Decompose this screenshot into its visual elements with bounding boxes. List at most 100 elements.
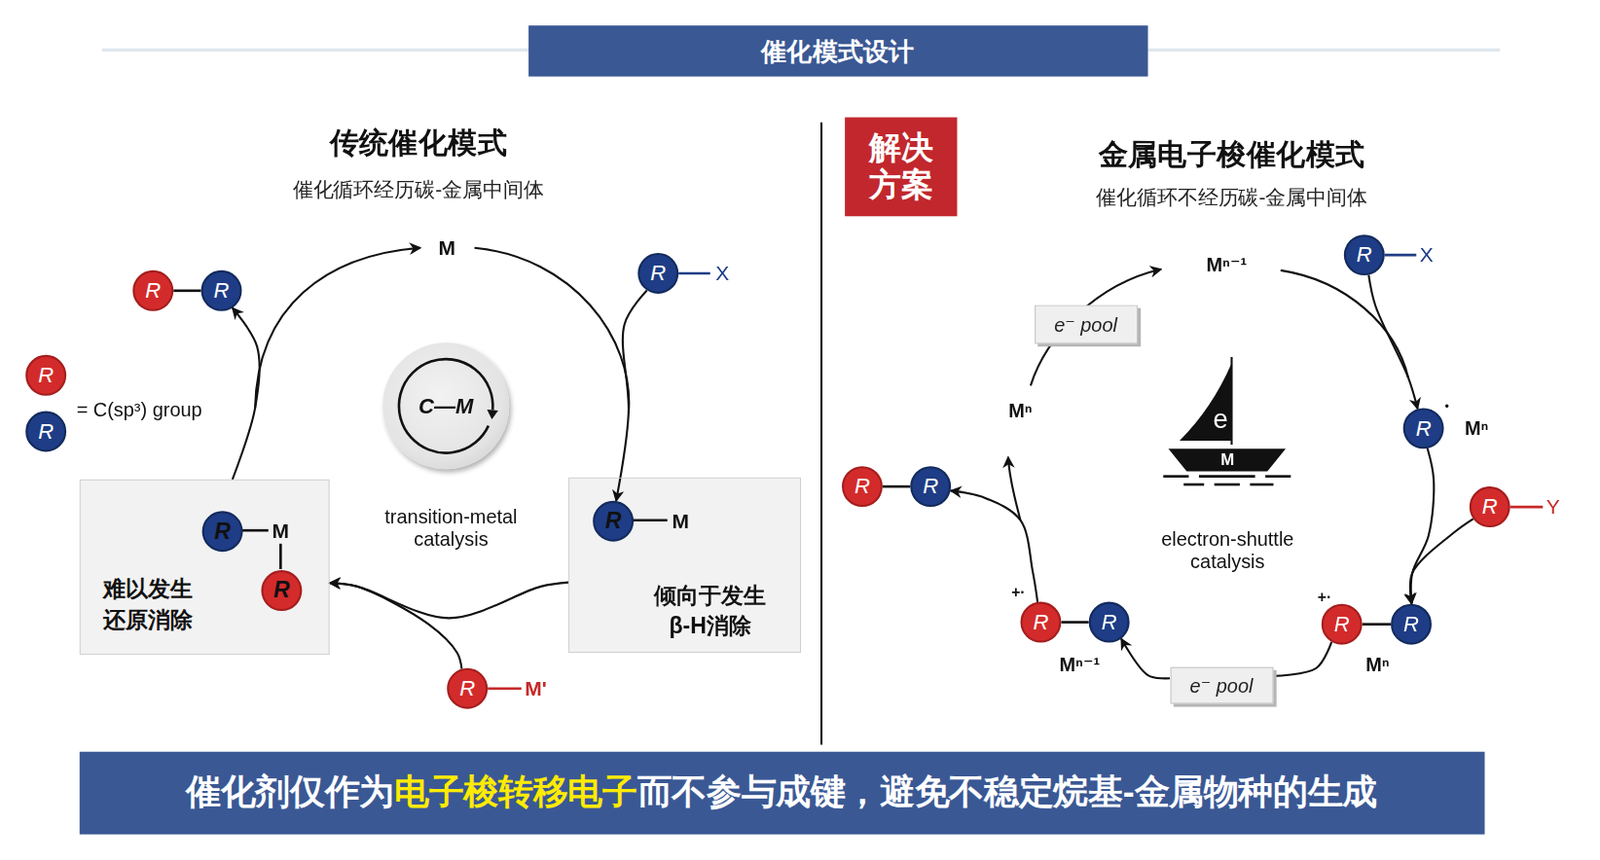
- cycle-connector: [950, 490, 1038, 602]
- atom-label: X: [1419, 243, 1434, 267]
- node-text: e⁻ pool: [1190, 674, 1254, 698]
- r-symbol: R: [922, 474, 939, 500]
- r-symbol: R: [605, 506, 622, 537]
- metal-label: M: [672, 509, 690, 534]
- cycle-ring-head: [486, 409, 499, 420]
- cycle-connector: [329, 582, 463, 669]
- icon-letter: e: [1212, 404, 1228, 436]
- condition-box-fill: [79, 479, 330, 655]
- title-band: 催化模式设计: [528, 25, 1148, 76]
- r-group-circle: R: [201, 270, 243, 312]
- node-text: e⁻ pool: [1054, 312, 1118, 336]
- node-text: 解决 方案: [864, 128, 938, 205]
- title-rule: [102, 48, 529, 52]
- r-symbol: R: [459, 676, 475, 701]
- panel-divider: [820, 122, 823, 746]
- bond-line: [279, 544, 283, 570]
- node-text: 催化剂仅作为: [185, 769, 395, 817]
- metal-label: Mⁿ: [1464, 417, 1489, 440]
- boat-sail: [1179, 363, 1232, 441]
- water-line: [1214, 483, 1240, 487]
- cycle-arc: [1030, 269, 1162, 387]
- metal-label: Mⁿ: [1365, 654, 1389, 677]
- boat-hull: [1167, 448, 1286, 472]
- r-group-circle: R: [446, 668, 488, 710]
- r-symbol: R: [1101, 610, 1118, 635]
- cycle-connector: [1411, 448, 1434, 605]
- r-group-circle: R: [202, 510, 244, 552]
- water-line: [1265, 474, 1291, 478]
- metal-label: Mⁿ⁻¹: [1205, 254, 1247, 277]
- icon-letter: M: [1220, 450, 1235, 470]
- r-symbol: R: [1403, 612, 1419, 637]
- water-line: [1249, 483, 1273, 487]
- r-group-circle: R: [1019, 602, 1061, 644]
- r-group-circle: R: [1321, 604, 1363, 646]
- r-group-circle: R: [1403, 407, 1445, 449]
- cycle-connector: [616, 290, 648, 502]
- r-symbol: R: [650, 260, 666, 286]
- r-symbol: R: [214, 516, 231, 547]
- condition-box-fill: [568, 477, 801, 654]
- r-symbol: R: [214, 278, 230, 303]
- summary-band: 催化剂仅作为电子梭转移电子而不参与成键，避免不稳定烷基-金属物种的生成: [78, 751, 1485, 835]
- r-symbol: R: [1032, 610, 1049, 635]
- r-group-circle: R: [25, 411, 67, 453]
- radical-dot: •: [1445, 400, 1450, 414]
- charge-label: +·: [1317, 587, 1332, 606]
- solution-box: 解决 方案: [844, 116, 957, 217]
- bond-line: [1060, 620, 1089, 624]
- metal-label: M: [437, 236, 455, 260]
- r-symbol: R: [145, 278, 161, 303]
- r-symbol: R: [854, 474, 871, 500]
- r-symbol: R: [273, 576, 291, 607]
- atom-label: Y: [1546, 495, 1561, 519]
- node-text: 催化模式设计: [761, 34, 914, 69]
- bond-line: [882, 485, 910, 489]
- water-line: [1183, 483, 1204, 487]
- r-group-circle: R: [1469, 486, 1511, 528]
- r-group-circle: R: [841, 466, 883, 508]
- bond-line: [173, 290, 201, 293]
- electron-pool-box: e⁻ pool: [1169, 667, 1273, 705]
- water-line: [1199, 474, 1256, 478]
- node-text: C—M: [418, 394, 473, 419]
- metal-label: M': [524, 677, 546, 701]
- r-group-circle: R: [1344, 234, 1385, 276]
- bond-line: [678, 272, 711, 276]
- cycle-connector: [1410, 518, 1474, 604]
- cycle-arc: [1280, 270, 1409, 378]
- cycle-connector: [1272, 642, 1332, 677]
- bond-line: [632, 518, 668, 522]
- cycle-connector: [1121, 638, 1170, 679]
- r-symbol: R: [1356, 243, 1373, 268]
- cycle-caption: transition-metal catalysis: [363, 506, 538, 551]
- r-group-circle: R: [1089, 602, 1130, 644]
- cycle-ring-arc: [399, 359, 493, 453]
- panel-title: 传统催化模式: [329, 125, 508, 160]
- r-symbol: R: [1416, 416, 1432, 441]
- r-symbol: R: [37, 363, 54, 388]
- r-group-circle: R: [909, 466, 951, 508]
- cycle-caption: electron-shuttle catalysis: [1138, 528, 1317, 574]
- r-group-circle: R: [637, 253, 679, 294]
- legend-note: = C(sp³) group: [76, 399, 203, 422]
- cycle-connector: [232, 308, 260, 480]
- condition-box: 倾向于发生 β-H消除 R: [568, 477, 801, 654]
- r-group-circle: R: [132, 270, 174, 312]
- water-line: [1163, 474, 1189, 478]
- metal-label: Mⁿ: [1008, 400, 1032, 423]
- panel-subtitle: 催化循环不经历碳-金属中间体: [1095, 185, 1369, 210]
- condition-box: 难以发生 还原消除RR: [79, 479, 330, 655]
- bond-line: [1510, 506, 1544, 510]
- metal-label: Mⁿ⁻¹: [1058, 654, 1100, 677]
- r-group-circle: R: [260, 570, 302, 612]
- r-group-circle: R: [25, 355, 67, 397]
- node-text: 倾向于发生 β-H消除: [644, 581, 777, 642]
- bond-line: [1384, 254, 1418, 257]
- bond-line: [241, 529, 268, 533]
- metal-label: M: [272, 519, 290, 544]
